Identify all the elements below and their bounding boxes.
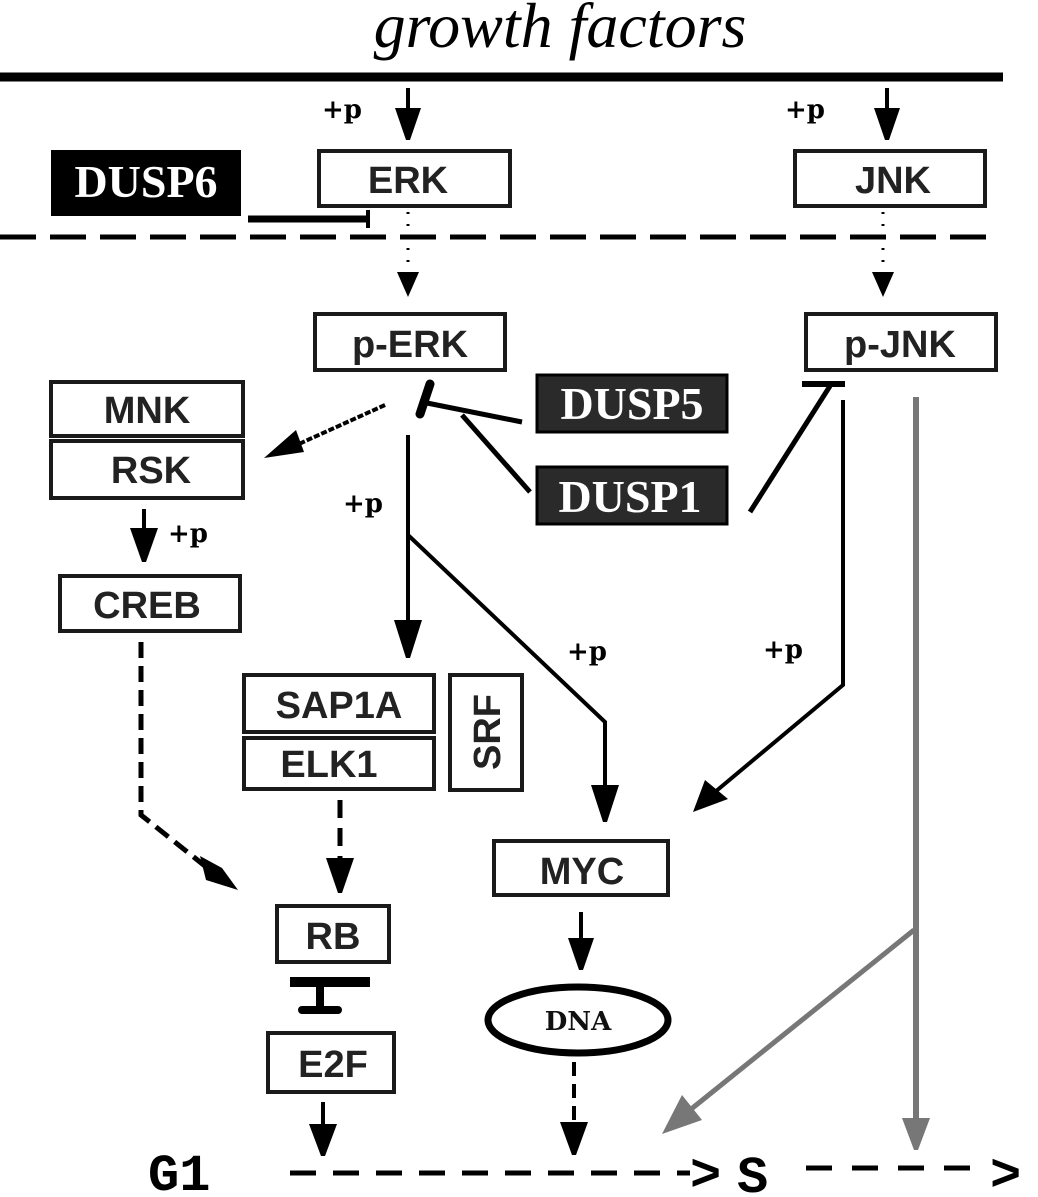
arrow-e2f-to-g1 — [309, 1102, 337, 1156]
phospho-label-myc-jnk: +p — [763, 635, 803, 665]
erk-label: ERK — [368, 160, 449, 202]
dusp5-label: DUSP5 — [560, 378, 703, 429]
jnk-node — [793, 149, 987, 208]
rsk-node — [49, 439, 245, 500]
dusp1-box — [535, 465, 729, 526]
inhibition-dusp1-perk — [460, 413, 532, 494]
arrow-dna-to-g1-s — [560, 1062, 588, 1155]
arrow-pjnk-to-g1-s — [662, 928, 916, 1134]
creb-node — [58, 574, 242, 633]
elk1-label: ELK1 — [280, 744, 377, 786]
title-growth-factors: growth factors — [374, 0, 747, 61]
inhibition-dusp1-pjnk — [747, 381, 845, 514]
erk-node — [317, 149, 512, 208]
myc-node — [492, 839, 670, 897]
phase-g1: G1 — [148, 1147, 210, 1197]
arrow-jnk-to-pjnk — [872, 212, 894, 297]
rb-node — [275, 904, 391, 964]
jnk-label: JNK — [855, 160, 932, 202]
phase-s: S — [737, 1149, 768, 1197]
p-erk-label: p-ERK — [352, 324, 469, 366]
s-onward-arrowhead: > — [990, 1147, 1021, 1197]
mnk-label: MNK — [104, 390, 191, 432]
dusp5-box — [535, 373, 729, 434]
arrow-rsk-to-creb — [130, 509, 158, 562]
myc-label: MYC — [540, 851, 624, 893]
rsk-label: RSK — [111, 450, 192, 492]
phospho-label-myc-erk: +p — [567, 637, 607, 667]
p-jnk-node — [804, 312, 998, 372]
creb-label: CREB — [93, 585, 201, 627]
arrow-gf-to-erk — [395, 88, 421, 140]
inhibition-dusp5-perk — [415, 379, 523, 425]
dusp6-label: DUSP6 — [74, 156, 217, 207]
inhibition-dusp6-erk — [248, 210, 370, 228]
arrow-perk-to-myc — [406, 533, 619, 822]
dusp1-label: DUSP1 — [558, 471, 701, 522]
srf-node — [448, 673, 524, 792]
arrow-myc-to-dna — [568, 912, 594, 970]
e2f-label: E2F — [298, 1044, 368, 1086]
phospho-label-erk: +p — [322, 95, 362, 125]
p-erk-node — [313, 312, 507, 372]
arrow-pjnk-to-myc — [693, 400, 845, 812]
srf-label: SRF — [467, 694, 509, 770]
arrow-pjnk-to-s-phase — [902, 397, 930, 1150]
arrow-elk1-to-rb — [326, 800, 354, 893]
arrow-perk-to-sap1a-elk1 — [394, 435, 422, 658]
phospho-label-jnk: +p — [785, 95, 825, 125]
mnk-node — [49, 380, 245, 438]
arrow-erk-to-perk — [397, 212, 419, 297]
rb-label: RB — [306, 916, 361, 958]
elk1-node — [242, 736, 436, 791]
g1-to-s-arrowhead: > — [690, 1147, 721, 1197]
dna-label: DNA — [545, 1007, 612, 1037]
arrow-creb-to-rb — [138, 642, 238, 890]
inhibition-rb-e2f — [290, 977, 370, 1014]
arrow-perk-to-mnk-rsk — [264, 403, 386, 458]
p-jnk-label: p-JNK — [844, 324, 956, 366]
sap1a-node — [242, 673, 436, 734]
dna-node — [484, 983, 672, 1057]
e2f-node — [266, 1031, 396, 1094]
phospho-label-creb: +p — [168, 519, 208, 549]
sap1a-label: SAP1A — [276, 685, 403, 727]
dusp6-box — [51, 150, 241, 216]
arrow-gf-to-jnk — [874, 88, 900, 140]
phospho-label-elk1: +p — [343, 489, 383, 519]
